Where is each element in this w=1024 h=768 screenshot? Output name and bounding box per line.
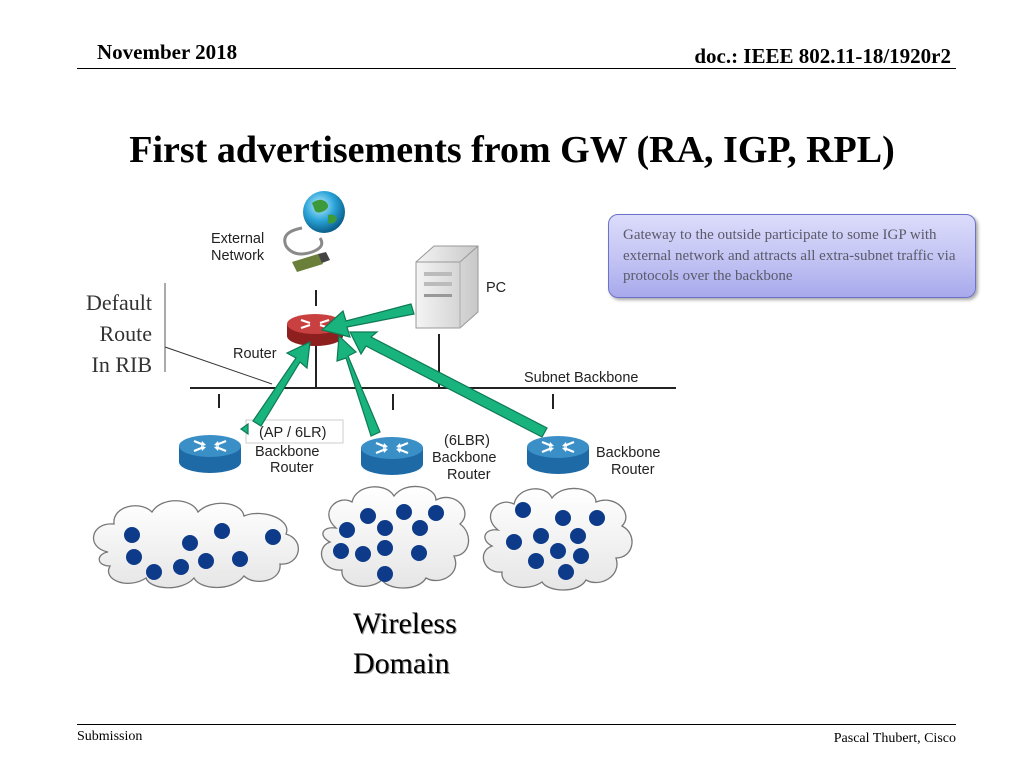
external-network-label: External — [211, 231, 264, 247]
arrow-from-backbone-router-3 — [349, 331, 548, 438]
cloud-icon — [320, 485, 470, 589]
node — [555, 510, 571, 526]
advertisement-arrows — [239, 303, 548, 438]
node — [360, 508, 376, 524]
node — [533, 528, 549, 544]
router-icon — [525, 434, 591, 476]
wireless-nodes — [124, 502, 605, 582]
globe-icon — [283, 191, 345, 272]
node — [412, 520, 428, 536]
server-icon — [415, 245, 479, 329]
default-route-label: Default Route In RIB — [86, 287, 152, 380]
wireless-domain-line: Domain — [353, 647, 450, 680]
node — [377, 566, 393, 582]
backbone-router-label: Backbone — [432, 450, 497, 466]
footer-author: Pascal Thubert, Cisco — [833, 731, 956, 746]
node — [515, 502, 531, 518]
backbone-router-label: Router — [270, 460, 314, 476]
node — [377, 520, 393, 536]
node — [558, 564, 574, 580]
router-label: Router — [233, 346, 277, 362]
slide-title: First advertisements from GW (RA, IGP, R… — [129, 129, 895, 171]
node — [589, 510, 605, 526]
backbone-router-label: (6LBR) — [444, 433, 490, 449]
node — [198, 553, 214, 569]
node — [428, 505, 444, 521]
ap-6lr-label: (AP / 6LR) — [259, 425, 326, 441]
arrow-from-pc — [320, 303, 415, 338]
header-date: November 2018 — [97, 40, 238, 64]
header-doc-id: doc.: IEEE 802.11-18/1920r2 — [694, 44, 951, 68]
footer-rule — [77, 724, 956, 725]
node — [411, 545, 427, 561]
callout-box: Gateway to the outside participate to so… — [608, 214, 976, 298]
node — [146, 564, 162, 580]
arrow-from-backbone-router-2 — [336, 334, 381, 437]
cloud-icon — [482, 487, 633, 591]
backbone-router-label: Backbone — [255, 444, 320, 460]
node — [396, 504, 412, 520]
header-rule — [77, 68, 956, 69]
side-label-line: Route — [99, 321, 152, 346]
node — [339, 522, 355, 538]
node — [377, 540, 393, 556]
node — [550, 543, 566, 559]
backbone-router-label: Router — [611, 462, 655, 478]
router-icon — [359, 435, 425, 477]
node — [355, 546, 371, 562]
arrow-from-backbone-router-1 — [252, 340, 311, 427]
backbone-router-label: Backbone — [596, 445, 661, 461]
node — [528, 553, 544, 569]
wireless-domain-label: Wireless Domain — [353, 604, 457, 684]
node — [506, 534, 522, 550]
node — [214, 523, 230, 539]
wireless-domain-line: Wireless — [353, 607, 457, 640]
node — [232, 551, 248, 567]
pc-label: PC — [486, 280, 506, 296]
node — [570, 528, 586, 544]
default-route-pointer — [164, 346, 273, 385]
router-icon — [177, 433, 243, 475]
backbone-router-label: Router — [447, 467, 491, 483]
side-label-line: In RIB — [91, 352, 153, 377]
subnet-backbone-label: Subnet Backbone — [524, 370, 638, 386]
footer-submission: Submission — [77, 729, 143, 744]
network-links — [190, 290, 676, 410]
side-label-line: Default — [86, 290, 152, 315]
node — [124, 527, 140, 543]
external-network-label: Network — [211, 248, 265, 264]
node — [573, 548, 589, 564]
node — [182, 535, 198, 551]
node — [265, 529, 281, 545]
arrow-small — [239, 422, 249, 436]
node — [173, 559, 189, 575]
node — [126, 549, 142, 565]
node — [333, 543, 349, 559]
